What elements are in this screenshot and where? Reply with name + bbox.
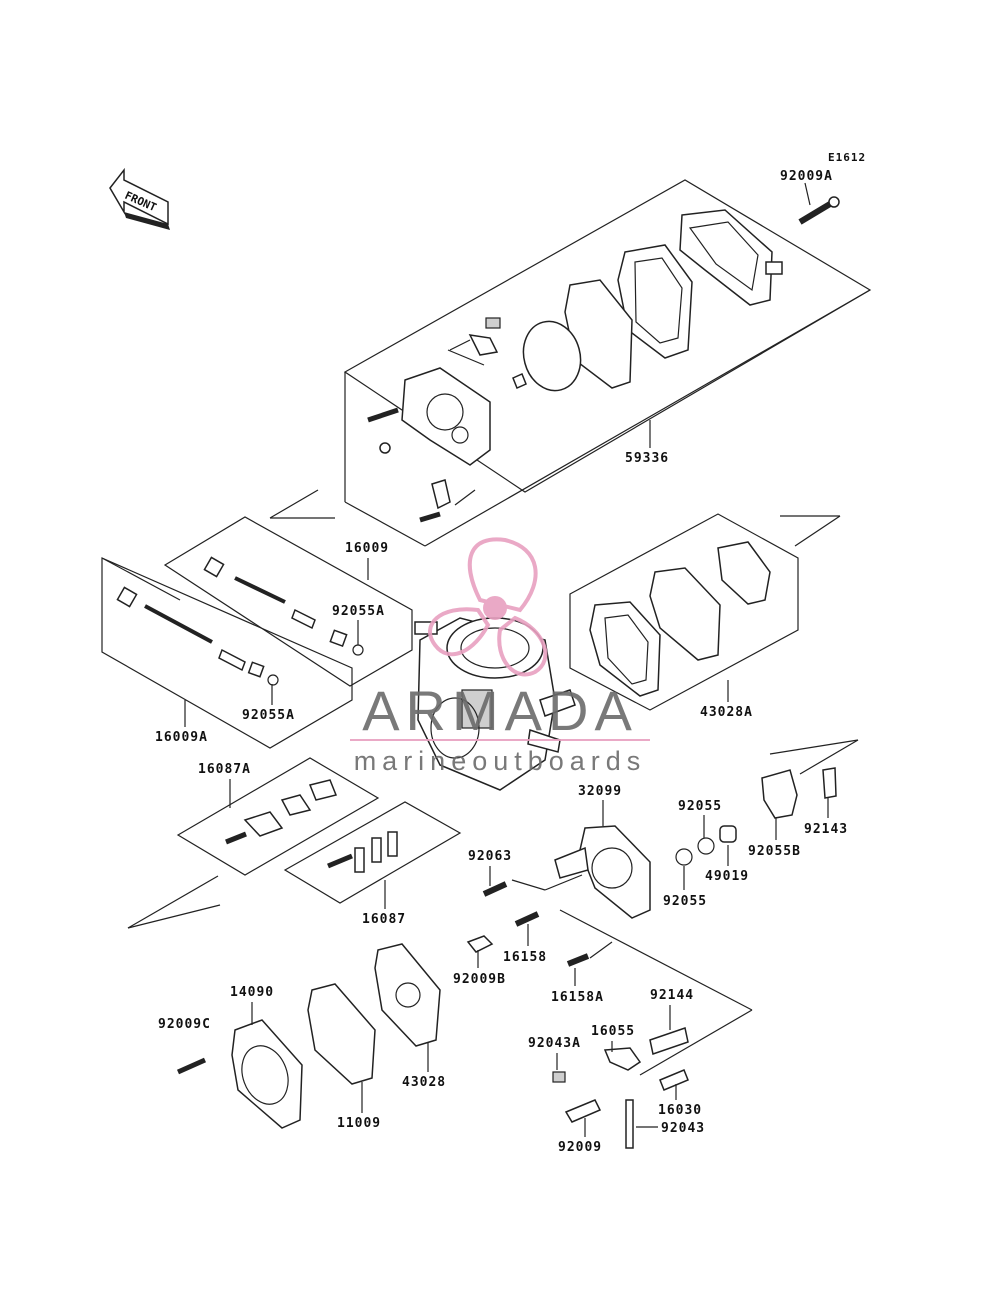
bracket-group (127, 757, 462, 929)
part-label-92143: 92143 (804, 822, 848, 837)
part-label-14090: 14090 (230, 985, 274, 1000)
screw-part (564, 1099, 602, 1123)
part-label-11009: 11009 (337, 1116, 381, 1131)
part-label-92009: 92009 (558, 1140, 602, 1155)
part-label-92055B: 92055B (748, 844, 801, 859)
part-label-92043A: 92043A (528, 1036, 581, 1051)
front-arrow-icon: FRONT (109, 167, 170, 230)
part-label-43028: 43028 (402, 1075, 446, 1090)
watermark-subtitle: marineoutboards (354, 746, 647, 776)
mixture-screw-group (101, 516, 413, 749)
carburetor-body (414, 617, 576, 791)
pin-part (552, 1071, 566, 1083)
bottom-cover-group (176, 943, 441, 1129)
part-label-16087A: 16087A (198, 762, 251, 777)
pump-assembly-32099 (511, 825, 753, 1076)
spring-part (649, 1027, 689, 1055)
pump-body-part (401, 367, 491, 466)
screw-icon (482, 881, 508, 897)
diaphragm-part (522, 320, 582, 392)
part-label-16009: 16009 (345, 541, 389, 556)
part-label-16158A: 16158A (551, 990, 604, 1005)
part-label-49019: 49019 (705, 869, 749, 884)
watermark: ARMADA marineoutboards (350, 537, 650, 776)
watermark-brand: ARMADA (362, 679, 638, 742)
part-label-92055: 92055 (678, 799, 722, 814)
propeller-logo-icon (428, 537, 548, 677)
gasket-part (617, 244, 693, 359)
bolt-icon (176, 1057, 207, 1075)
screw-icon (514, 911, 540, 927)
part-label-16158: 16158 (503, 950, 547, 965)
part-label-92063: 92063 (468, 849, 512, 864)
part-label-92055: 92055 (663, 894, 707, 909)
part-label-16087: 16087 (362, 912, 406, 927)
lever-part (603, 1047, 642, 1071)
needle-part (659, 1069, 689, 1091)
clip-part-92143 (822, 767, 837, 799)
pump-cover-group (343, 179, 872, 547)
screw-icon (566, 953, 590, 967)
leader-lines (184, 182, 829, 1137)
part-label-92055A: 92055A (332, 604, 385, 619)
part-label-92009C: 92009C (158, 1017, 211, 1032)
part-label-16055: 16055 (591, 1024, 635, 1039)
part-label-92043: 92043 (661, 1121, 705, 1136)
part-label-16009A: 16009A (155, 730, 208, 745)
pump-cover-part (679, 209, 773, 306)
pin-part (625, 1099, 634, 1149)
part-label-59336: 59336 (625, 451, 669, 466)
part-label-92055A: 92055A (242, 708, 295, 723)
gasket-group-43028A (569, 513, 841, 711)
part-label-32099: 32099 (578, 784, 622, 799)
part-label-92144: 92144 (650, 988, 694, 1003)
diagram-code: E1612 (828, 151, 866, 164)
part-label-92009B: 92009B (453, 972, 506, 987)
cover-part-92055B (761, 769, 798, 819)
bolt-icon (798, 196, 840, 225)
part-label-16030: 16030 (658, 1103, 702, 1118)
part-label-92009A: 92009A (780, 169, 833, 184)
bolt-icon (466, 935, 494, 953)
part-label-43028A: 43028A (700, 705, 753, 720)
gasket-part (564, 279, 633, 389)
